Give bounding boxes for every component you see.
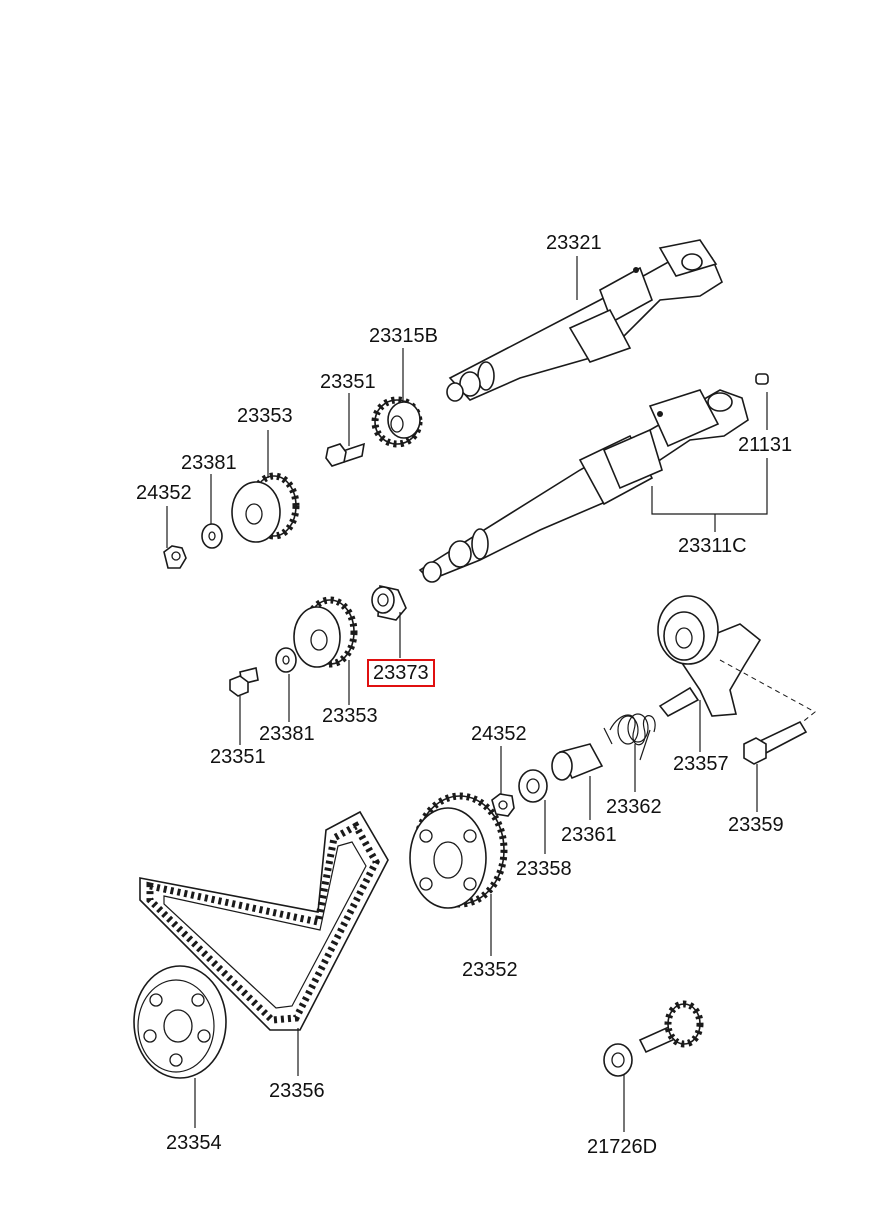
bolt-23359 [743, 720, 808, 765]
part-label-23358[interactable]: 23358 [516, 858, 572, 880]
part-label-23361[interactable]: 23361 [561, 824, 617, 846]
part-label-23373-highlighted[interactable]: 23373 [367, 659, 435, 687]
bushing-23373 [371, 585, 407, 621]
part-label-21131[interactable]: 21131 [738, 434, 793, 456]
part-label-24352-top[interactable]: 24352 [136, 482, 192, 504]
pulley-23354 [133, 965, 227, 1079]
part-label-23351-mid[interactable]: 23351 [210, 746, 266, 768]
pivot-23361 [551, 743, 604, 781]
part-label-23381-top[interactable]: 23381 [181, 452, 237, 474]
washer-23381-top [201, 523, 223, 549]
part-label-23315b[interactable]: 23315B [369, 325, 438, 347]
part-label-23359[interactable]: 23359 [728, 814, 784, 836]
part-label-23311c[interactable]: 23311C [678, 535, 747, 557]
spring-23362 [603, 713, 656, 761]
part-label-23321[interactable]: 23321 [546, 232, 602, 254]
part-label-23362[interactable]: 23362 [606, 796, 662, 818]
gear-23315b [371, 396, 423, 448]
sprocket-23353-top [231, 472, 300, 543]
camshaft-lower [418, 389, 749, 583]
bolt-23351-top [325, 442, 366, 467]
shaft-21726d [603, 1000, 704, 1077]
part-label-21726d[interactable]: 21726D [587, 1136, 658, 1158]
dowel-21131 [755, 373, 769, 385]
part-label-23351-top[interactable]: 23351 [320, 371, 376, 393]
bolt-23351-mid [229, 667, 259, 697]
part-label-23357[interactable]: 23357 [673, 753, 729, 775]
part-label-23381-mid[interactable]: 23381 [259, 723, 315, 745]
part-label-23354[interactable]: 23354 [166, 1132, 222, 1154]
tensioner-23357 [657, 595, 762, 718]
washer-23358 [518, 769, 548, 803]
part-label-24352-mid[interactable]: 24352 [471, 723, 527, 745]
part-label-23356[interactable]: 23356 [269, 1080, 325, 1102]
washer-23381-mid [275, 647, 297, 673]
sprocket-23352 [409, 792, 508, 909]
part-label-23353-top[interactable]: 23353 [237, 405, 293, 427]
nut-24352-top [163, 545, 187, 569]
part-label-23353-mid[interactable]: 23353 [322, 705, 378, 727]
part-label-23352[interactable]: 23352 [462, 959, 518, 981]
nut-24352-mid [491, 793, 515, 817]
camshaft-upper [446, 239, 723, 402]
timing-belt-23356 [139, 810, 389, 1031]
sprocket-23353-mid [293, 596, 358, 668]
